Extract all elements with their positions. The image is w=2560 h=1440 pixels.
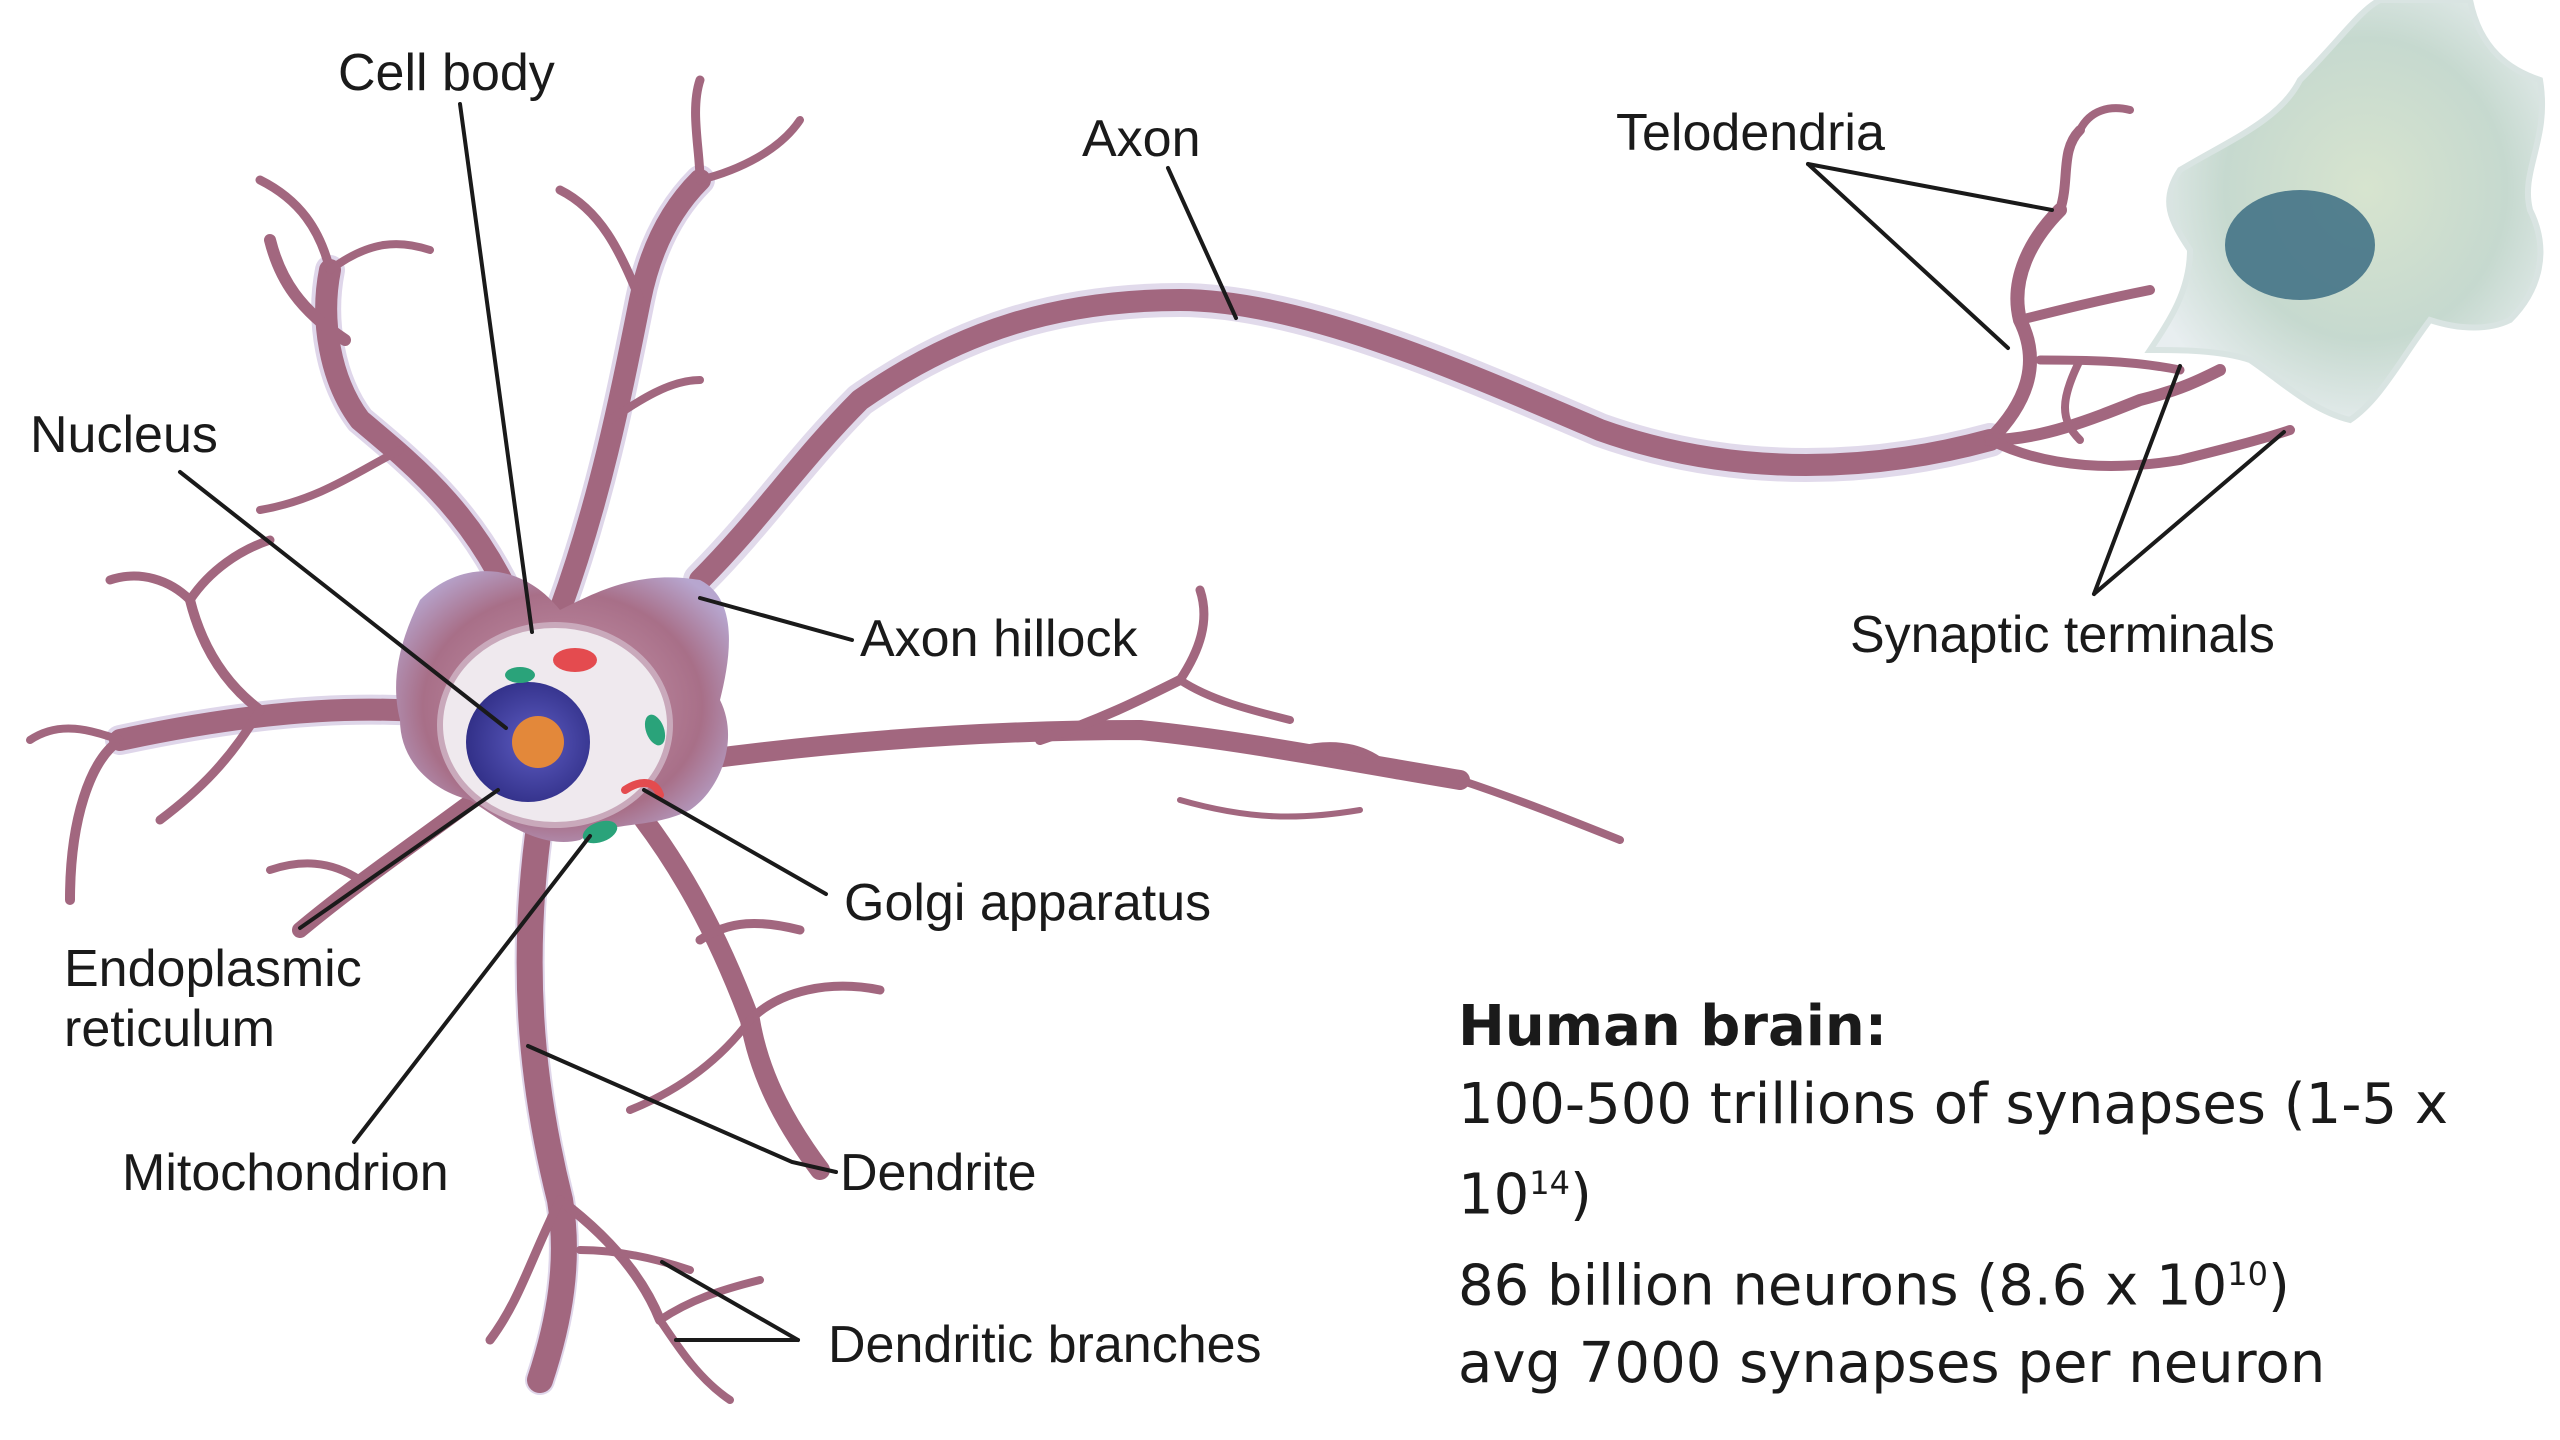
target-cell-nucleus (2225, 190, 2375, 300)
label-dendrite: Dendrite (840, 1144, 1037, 1202)
leader-telodendria (1808, 164, 2052, 210)
label-synaptic-terminals: Synaptic terminals (1850, 606, 2275, 664)
label-nucleus: Nucleus (30, 406, 218, 464)
label-endoplasmic-reticulum: Endoplasmic (64, 940, 362, 998)
stats-heading: Human brain: (1458, 988, 2538, 1066)
dendrites (30, 80, 1620, 1400)
mitochondrion (505, 667, 535, 683)
label-cell-body: Cell body (338, 44, 555, 102)
neurons-close: ) (2268, 1253, 2290, 1318)
axon (700, 300, 1990, 580)
label-golgi-apparatus: Golgi apparatus (844, 874, 1211, 932)
label-dendritic-branches: Dendritic branches (828, 1316, 1262, 1374)
leader-dendritic-branches (662, 1262, 798, 1340)
label-axon: Axon (1082, 110, 1201, 168)
label-axon-hillock: Axon hillock (860, 610, 1138, 668)
neurons-exponent: 10 (2227, 1255, 2268, 1293)
leader-mitochondrion (354, 836, 590, 1142)
cell-body (396, 571, 729, 847)
target-cell (2150, 0, 2542, 420)
golgi-apparatus (553, 648, 597, 672)
leader-telodendria (1808, 164, 2008, 348)
synapses-exponent: 14 (1529, 1164, 1570, 1202)
synapses-text: 100-500 trillions of synapses (1-5 x 10 (1458, 1072, 2448, 1228)
synapses-close: ) (1570, 1163, 1592, 1228)
leader-endoplasmic-reticulum (300, 790, 498, 928)
label-telodendria: Telodendria (1616, 104, 1885, 162)
label-endoplasmic-reticulum: reticulum (64, 1000, 275, 1058)
nucleolus (512, 716, 564, 768)
neurons-text: 86 billion neurons (8.6 x 10 (1458, 1253, 2227, 1318)
human-brain-stats: Human brain: 100-500 trillions of synaps… (1458, 988, 2538, 1403)
stats-average-line: avg 7000 synapses per neuron (1458, 1325, 2538, 1403)
stats-synapses-line: 100-500 trillions of synapses (1-5 x 101… (1458, 1066, 2538, 1235)
label-mitochondrion: Mitochondrion (122, 1144, 449, 1202)
stats-neurons-line: 86 billion neurons (8.6 x 1010) (1458, 1235, 2538, 1326)
dendrite-body (30, 80, 1620, 1400)
